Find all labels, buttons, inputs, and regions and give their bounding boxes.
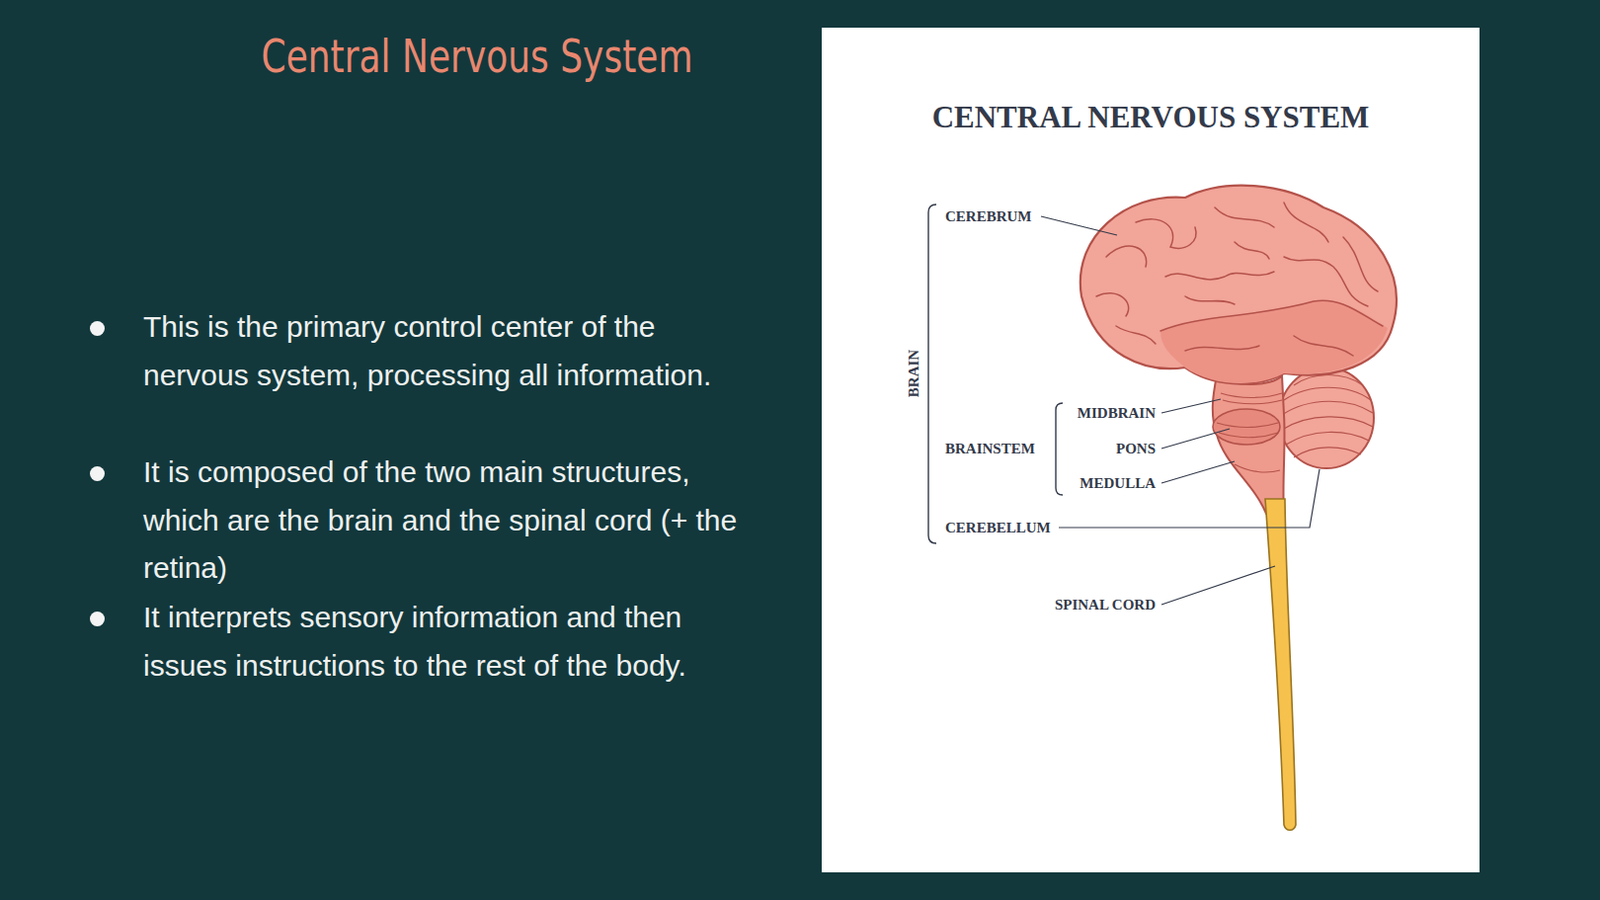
part-label: CEREBRUM: [945, 208, 1033, 226]
part-label: PONS: [1116, 440, 1156, 458]
bullet-point: This is the primary control center of th…: [143, 303, 746, 400]
panel-heading: CENTRAL NERVOUS SYSTEM: [821, 99, 1480, 136]
part-label: MIDBRAIN: [1077, 404, 1156, 422]
slide-title: Central Nervous System: [261, 29, 694, 82]
bullet-point: It interprets sensory information and th…: [143, 593, 746, 690]
group-label: BRAIN: [905, 349, 923, 398]
part-label: MEDULLA: [1079, 475, 1156, 492]
part-label: SPINAL CORD: [1054, 596, 1156, 614]
bullet-point: It is composed of the two main structure…: [143, 448, 746, 593]
group-label: BRAINSTEM: [945, 440, 1036, 458]
part-label: CEREBELLUM: [945, 519, 1051, 537]
